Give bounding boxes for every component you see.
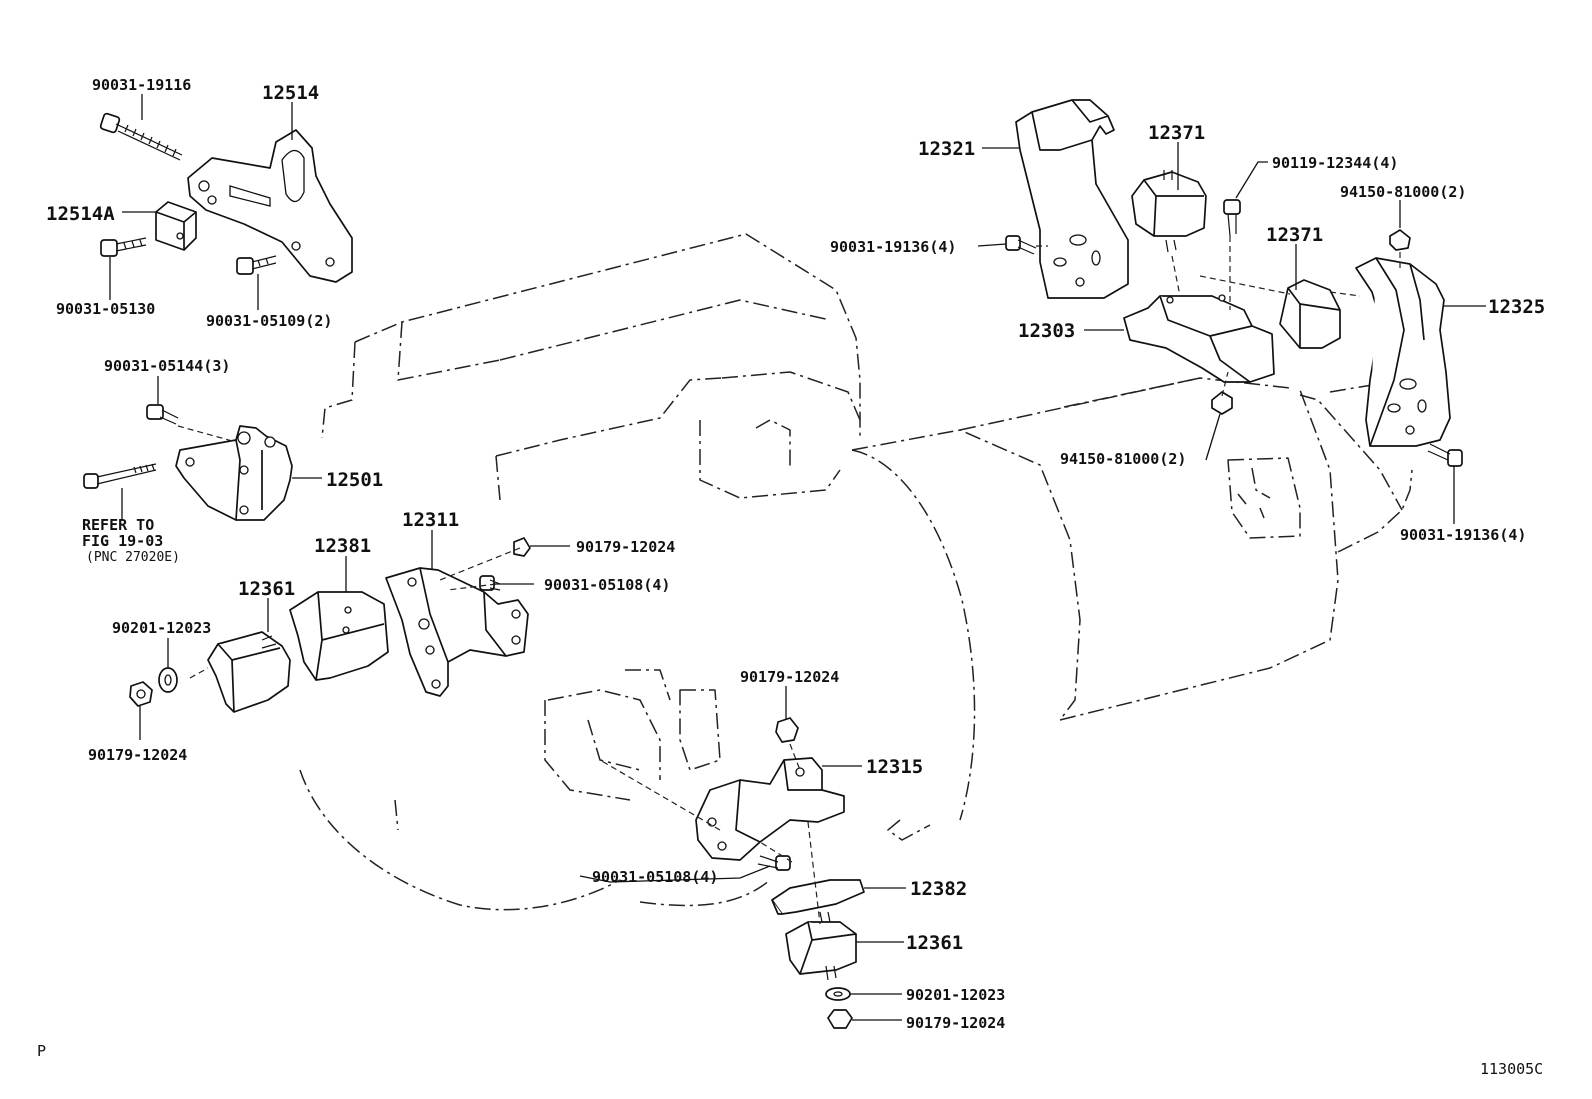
callout-90201-12023-left: 90201-12023 — [112, 619, 211, 637]
bolt-90031-05108-mid — [479, 575, 501, 591]
bolt-90031-05108-low — [757, 855, 791, 871]
callout-12514: 12514 — [262, 82, 319, 104]
bolt-90031-19116 — [99, 112, 183, 161]
callout-90031-05108-low: 90031-05108(4) — [592, 868, 718, 886]
callout-90031-05144: 90031-05144(3) — [104, 357, 230, 375]
bracket-12315 — [695, 757, 845, 861]
spacer-12514A — [155, 201, 197, 251]
callout-12303: 12303 — [1018, 320, 1075, 342]
nut-90179-12024-left — [129, 681, 153, 707]
washer-90201-12023-left — [158, 667, 178, 693]
nut-94150-81000-top — [1389, 229, 1411, 251]
bracket-12501 — [175, 425, 293, 521]
bolt-90031-05130 — [100, 237, 147, 257]
transmission-outline — [851, 377, 1413, 841]
callout-90031-05108-mid: 90031-05108(4) — [544, 576, 670, 594]
callout-12311: 12311 — [402, 509, 459, 531]
refer-line-3: (PNC 27020E) — [86, 550, 180, 565]
callout-12371-mid: 12371 — [1266, 224, 1323, 246]
insulator-12361-right — [785, 911, 857, 981]
crossmember-12303 — [1123, 294, 1275, 383]
nut-90179-12024-mid — [513, 537, 531, 557]
nut-90179-12024-right — [827, 1009, 853, 1029]
alignment-lines — [177, 236, 1401, 925]
callout-90119-12344: 90119-12344(4) — [1272, 154, 1398, 172]
insulator-12361-left — [207, 631, 291, 713]
callout-90031-19136-left: 90031-19136(4) — [830, 238, 956, 256]
callout-12325: 12325 — [1488, 296, 1545, 318]
bracket-12325 — [1355, 257, 1451, 447]
callout-90179-12024-low: 90179-12024 — [740, 668, 839, 686]
callout-94150-81000-top: 94150-81000(2) — [1340, 183, 1466, 201]
insulator-12371-mid — [1279, 279, 1341, 349]
callout-90201-12023-right: 90201-12023 — [906, 986, 1005, 1004]
washer-90201-12023-right — [825, 987, 851, 1001]
bolt-90031-19136-left — [1005, 235, 1037, 255]
bolt-90119-12344 — [1223, 199, 1241, 237]
figure-code: 113005C — [1480, 1060, 1543, 1078]
stopper-12381 — [289, 591, 389, 681]
bracket-12514 — [187, 129, 353, 283]
callout-90179-12024-mid: 90179-12024 — [576, 538, 675, 556]
nut-94150-81000-mid — [1211, 391, 1233, 415]
leader-lines — [109, 94, 1486, 1021]
refer-line-1: REFER TO — [82, 516, 154, 534]
callout-90179-12024-left: 90179-12024 — [88, 746, 187, 764]
bolt-90031-05109 — [236, 255, 277, 275]
refer-line-2: FIG 19-03 — [82, 532, 163, 550]
callout-94150-81000-mid: 94150-81000(2) — [1060, 450, 1186, 468]
long-bolt-refer-fig — [83, 463, 157, 489]
callout-labels: 12514 90031-19116 12514A 90031-05130 900… — [46, 76, 1545, 1032]
callout-90031-19116: 90031-19116 — [92, 76, 191, 94]
callout-90031-05109: 90031-05109(2) — [206, 312, 332, 330]
callout-12501: 12501 — [326, 469, 383, 491]
nut-90179-12024-low — [775, 717, 799, 743]
bracket-12321 — [1015, 99, 1129, 299]
callout-90031-05130: 90031-05130 — [56, 300, 155, 318]
callout-12321: 12321 — [918, 138, 975, 160]
bracket-12311 — [385, 567, 529, 697]
bolt-90031-19136-right — [1427, 443, 1463, 467]
stopper-12382 — [771, 879, 865, 915]
callout-12382: 12382 — [910, 878, 967, 900]
bolt-90031-05144 — [146, 404, 179, 425]
footer: P 113005C — [37, 1042, 1543, 1078]
callout-12315: 12315 — [866, 756, 923, 778]
page-mark: P — [37, 1042, 46, 1060]
callout-90179-12024-right: 90179-12024 — [906, 1014, 1005, 1032]
callout-12361-left: 12361 — [238, 578, 295, 600]
engine-outline — [299, 233, 861, 911]
callout-12514A: 12514A — [46, 203, 115, 225]
callout-12381: 12381 — [314, 535, 371, 557]
callout-12361-right: 12361 — [906, 932, 963, 954]
callout-12371-top: 12371 — [1148, 122, 1205, 144]
callout-90031-19136-right: 90031-19136(4) — [1400, 526, 1526, 544]
insulator-12371-top — [1131, 170, 1207, 253]
